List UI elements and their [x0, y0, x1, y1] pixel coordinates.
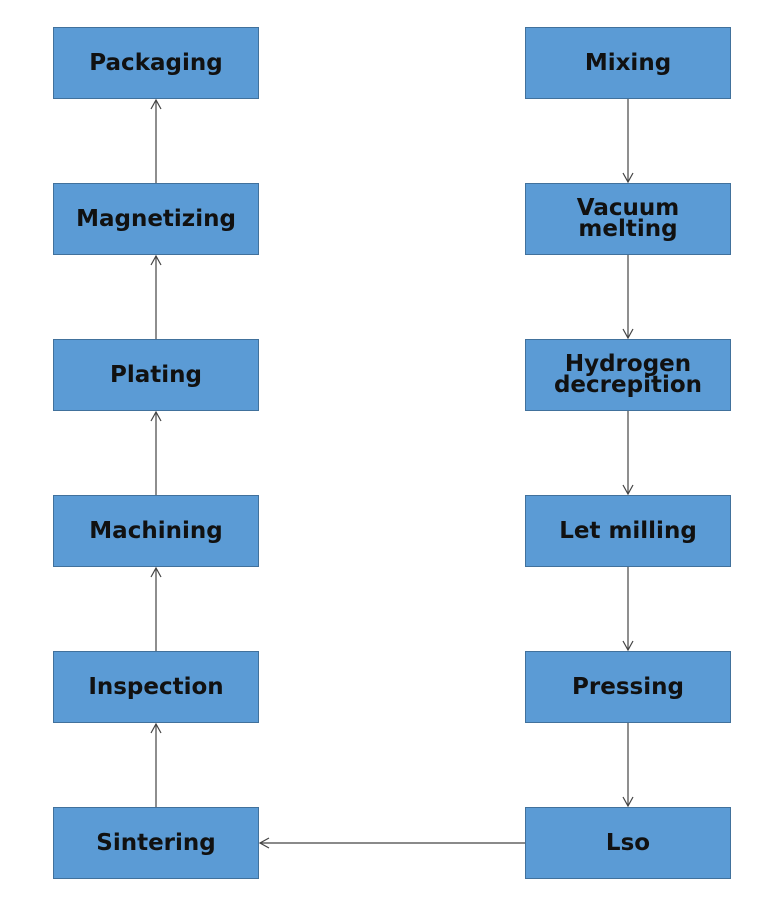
step-label: Vacuum melting — [576, 195, 680, 242]
step-label: Sintering — [96, 829, 216, 856]
step-sintering: Sintering — [53, 807, 259, 879]
step-label: Let milling — [559, 517, 697, 544]
step-magnetizing: Magnetizing — [53, 183, 259, 255]
step-label: Plating — [110, 361, 202, 388]
step-label: Mixing — [584, 49, 672, 76]
step-hydrogen-decrepition: Hydrogen decrepition — [525, 339, 731, 411]
step-label: Packaging — [89, 49, 223, 76]
step-label: Inspection — [88, 673, 224, 700]
step-mixing: Mixing — [525, 27, 731, 99]
step-vacuum-melting: Vacuum melting — [525, 183, 731, 255]
step-label: Lso — [605, 829, 651, 856]
step-lso: Lso — [525, 807, 731, 879]
step-machining: Machining — [53, 495, 259, 567]
step-packaging: Packaging — [53, 27, 259, 99]
step-label: Hydrogen decrepition — [553, 351, 703, 398]
step-plating: Plating — [53, 339, 259, 411]
step-pressing: Pressing — [525, 651, 731, 723]
step-let-milling: Let milling — [525, 495, 731, 567]
step-label: Pressing — [572, 673, 684, 700]
step-label: Machining — [89, 517, 223, 544]
step-inspection: Inspection — [53, 651, 259, 723]
step-label: Magnetizing — [76, 205, 236, 232]
